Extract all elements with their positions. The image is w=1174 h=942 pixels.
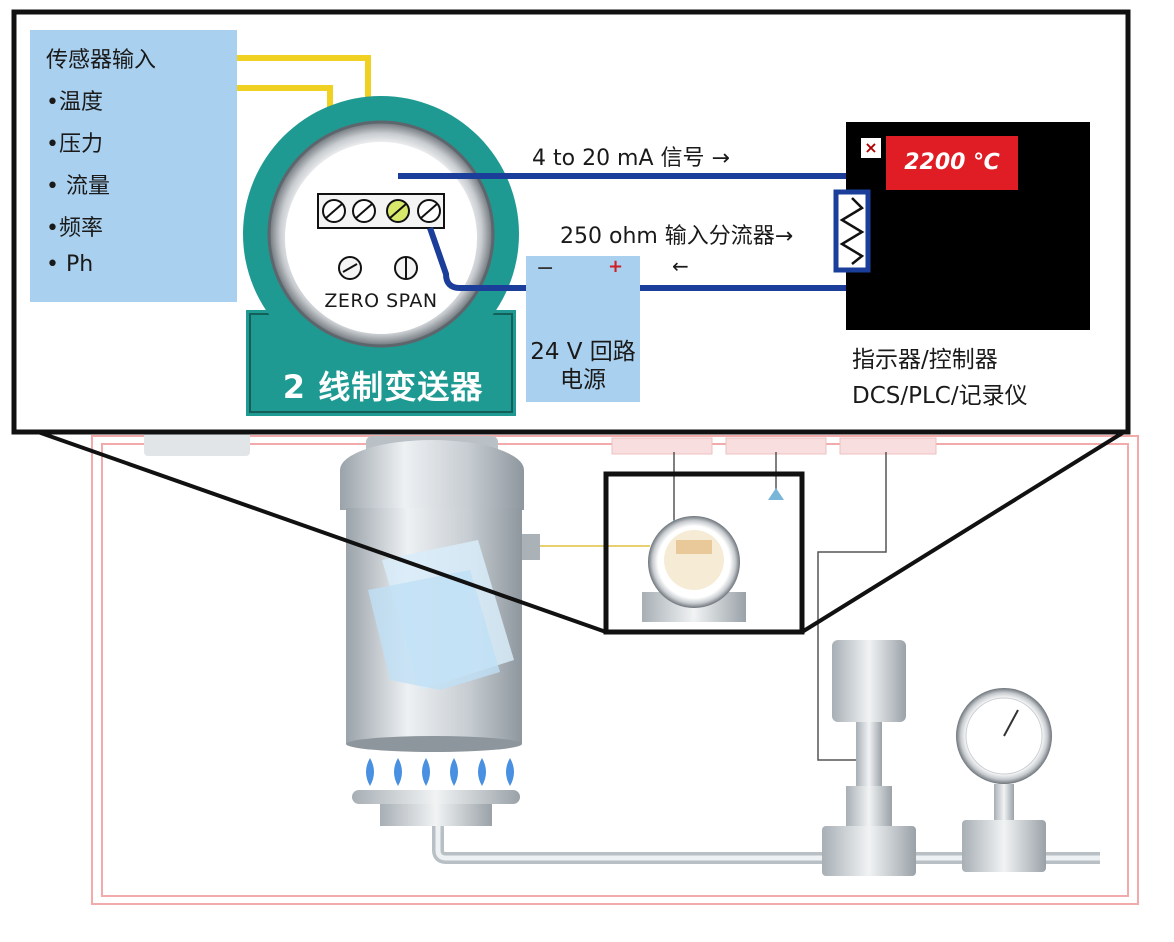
indicator-label-1: 指示器/控制器	[852, 347, 998, 373]
sensor-item-flow: • 流量	[46, 174, 110, 199]
shunt-label: 250 ohm 输入分流器→	[560, 224, 794, 249]
sensor-item-temperature: •温度	[46, 90, 103, 115]
sensor-item-pressure: •压力	[46, 132, 103, 157]
terminal-screw-icon	[322, 199, 441, 223]
sensor-item-ph: • Ph	[46, 252, 94, 277]
faint-label-bars	[611, 437, 937, 455]
antenna-icon	[768, 488, 784, 500]
power-supply-label-1: 24 V 回路	[530, 339, 636, 365]
faint-equipment	[144, 430, 250, 456]
power-supply-box	[526, 256, 640, 402]
reactor-tank	[340, 436, 650, 752]
burner-flame-icon	[366, 758, 514, 786]
sensor-input-panel: 传感器输入 •温度 •压力 • 流量 •频率 • Ph	[30, 30, 237, 302]
zoom-connector	[37, 430, 1126, 634]
mini-transmitter	[603, 471, 805, 635]
sensor-item-frequency: •频率	[46, 216, 103, 241]
power-supply-label-2: 电源	[560, 367, 606, 393]
battery-minus: −	[536, 256, 555, 281]
valve-icon	[822, 640, 916, 876]
burner	[352, 758, 1100, 864]
adjust-screws	[338, 256, 418, 280]
return-arrow: ←	[672, 254, 689, 278]
display-readout: 2200 ℃	[886, 136, 1018, 190]
transmitter-title: 2 线制变送器	[282, 368, 484, 406]
sensor-input-title: 传感器输入	[46, 48, 157, 73]
current-signal-label: 4 to 20 mA 信号 →	[532, 146, 730, 171]
pressure-gauge-icon	[956, 688, 1052, 872]
close-icon[interactable]: ×	[861, 138, 881, 158]
battery-plus: +	[608, 256, 624, 277]
indicator-label-2: DCS/PLC/记录仪	[852, 383, 1028, 409]
resistor-icon	[833, 189, 871, 273]
zero-span-label: ZERO SPAN	[324, 290, 438, 312]
